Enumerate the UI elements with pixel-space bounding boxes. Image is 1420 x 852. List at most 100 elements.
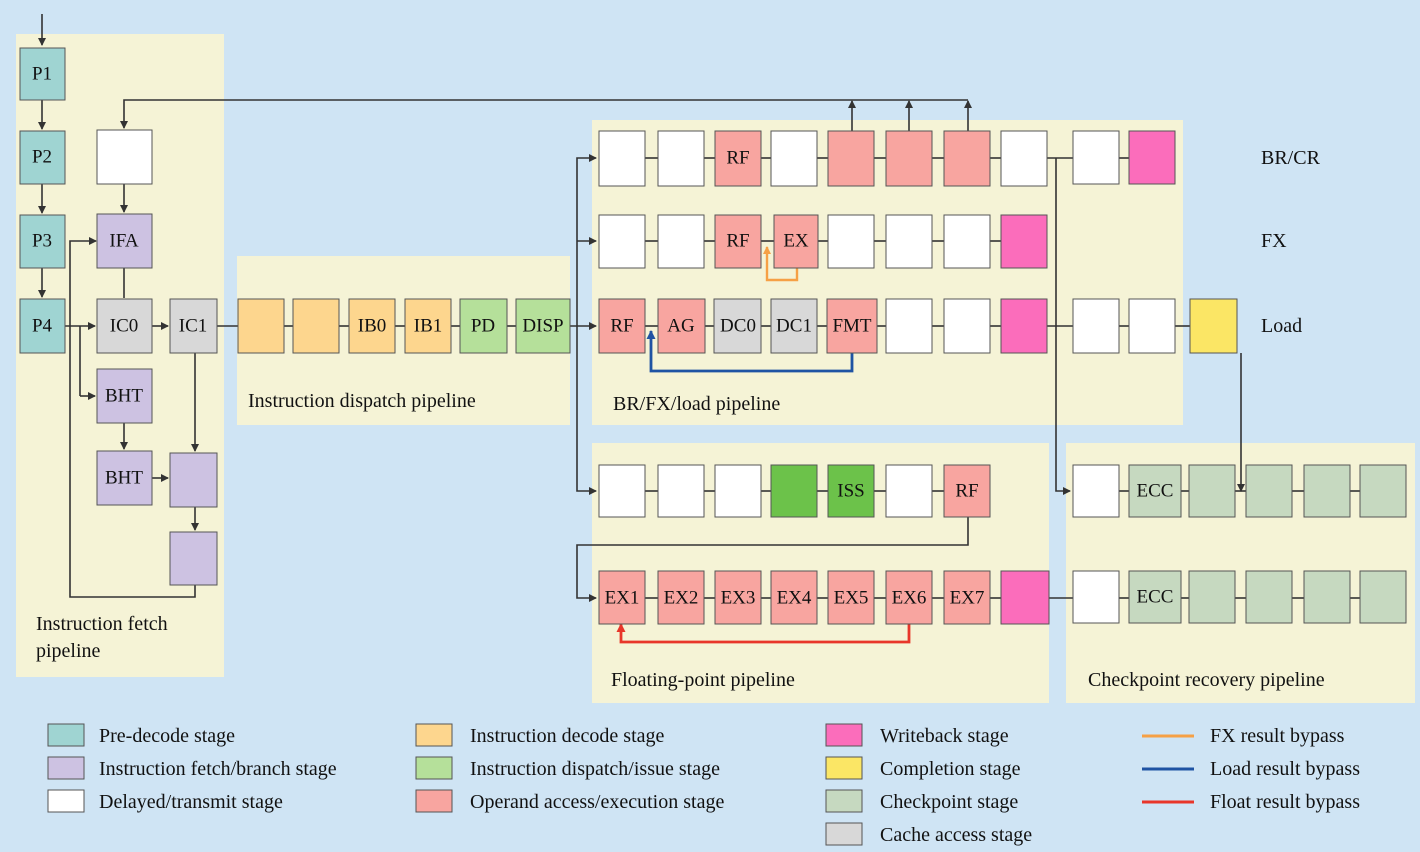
stage-label-ecc-2: ECC bbox=[1137, 587, 1174, 608]
stage-label-ex5: EX5 bbox=[834, 588, 869, 609]
row-label-br: BR/CR bbox=[1261, 147, 1321, 169]
legend: Pre-decode stage Instruction fetch/branc… bbox=[47, 723, 1360, 846]
stage-label-ld-rf: RF bbox=[610, 316, 633, 337]
stage-ic1 bbox=[169, 298, 218, 354]
stage-fp-delay-1 bbox=[598, 464, 646, 518]
stage-label-fx-ex: EX bbox=[783, 231, 809, 252]
stage-label-pd: PD bbox=[471, 316, 495, 337]
stage-br-delay-5 bbox=[1072, 130, 1120, 185]
stage-boxes bbox=[19, 47, 1407, 625]
stage-label-p4: P4 bbox=[32, 316, 53, 337]
stage-fx-delay-3 bbox=[827, 214, 875, 269]
stage-br-exec-3 bbox=[943, 130, 991, 187]
stage-cp2-checkpoint-1 bbox=[1188, 570, 1236, 624]
stage-cp1-ecc bbox=[1128, 464, 1182, 518]
stage-ld-dc1 bbox=[770, 298, 818, 354]
legend-label-checkpoint: Checkpoint stage bbox=[880, 791, 1018, 813]
legend-swatch-fetch bbox=[47, 756, 85, 780]
stage-ld-writeback bbox=[1000, 298, 1048, 354]
stage-ld-delay-2 bbox=[943, 298, 991, 354]
legend-label-fetch: Instruction fetch/branch stage bbox=[99, 758, 337, 780]
legend-swatch-operand bbox=[415, 789, 453, 813]
legend-swatch-dispatch bbox=[415, 756, 453, 780]
stage-cp1-delay bbox=[1072, 464, 1120, 518]
stage-cp2-checkpoint-4 bbox=[1359, 570, 1407, 624]
stage-label-ex3: EX3 bbox=[721, 588, 756, 609]
legend-label-dispatch: Instruction dispatch/issue stage bbox=[470, 758, 720, 780]
stage-ld-dc0 bbox=[713, 298, 762, 354]
stage-decode-2 bbox=[292, 298, 340, 354]
stage-ic0 bbox=[96, 298, 153, 354]
stage-label-ex1: EX1 bbox=[605, 588, 640, 609]
stage-p4 bbox=[19, 298, 66, 354]
row-label-fx: FX bbox=[1261, 230, 1287, 252]
stage-p1 bbox=[19, 47, 66, 101]
stage-label-p1: P1 bbox=[32, 64, 52, 85]
stage-ex1 bbox=[598, 570, 646, 625]
stage-fp-issue-1 bbox=[770, 464, 818, 518]
caption-fp: Floating-point pipeline bbox=[611, 669, 795, 691]
stage-fp-delay-2 bbox=[657, 464, 705, 518]
stage-cp2-checkpoint-3 bbox=[1303, 570, 1351, 624]
stage-label-fp-rf: RF bbox=[955, 481, 978, 502]
legend-swatch-delayed bbox=[47, 789, 85, 813]
stage-fetch-branch-2 bbox=[169, 531, 218, 586]
stage-fx-delay-1 bbox=[598, 214, 646, 269]
stage-ib0 bbox=[348, 298, 396, 354]
stage-ex5 bbox=[827, 570, 875, 625]
stage-ex3 bbox=[714, 570, 762, 625]
stage-ld-delay-1 bbox=[885, 298, 933, 354]
stage-br-exec-1 bbox=[827, 130, 875, 187]
stage-ld-fmt bbox=[826, 298, 878, 354]
stage-fx-rf bbox=[714, 214, 762, 269]
stage-disp bbox=[515, 298, 571, 354]
stage-label-disp: DISP bbox=[522, 316, 563, 337]
legend-label-float-bypass: Float result bypass bbox=[1210, 791, 1360, 813]
caption-dispatch: Instruction dispatch pipeline bbox=[248, 390, 476, 412]
stage-ld-delay-3 bbox=[1072, 298, 1120, 354]
stage-label-fx-rf: RF bbox=[726, 231, 749, 252]
stage-label-ib0: IB0 bbox=[358, 316, 387, 337]
legend-swatch-decode bbox=[415, 723, 453, 747]
stage-fp-writeback bbox=[1000, 570, 1050, 625]
stage-ib1 bbox=[404, 298, 452, 354]
fx-bypass-arrow bbox=[763, 246, 799, 282]
stage-ifa bbox=[96, 213, 153, 269]
stage-br-delay-2 bbox=[657, 130, 705, 187]
stage-fp-delay-3 bbox=[714, 464, 762, 518]
stage-br-delay-3 bbox=[770, 130, 818, 187]
stage-cp1-checkpoint-4 bbox=[1359, 464, 1407, 518]
stage-ld-ag bbox=[657, 298, 706, 354]
stage-decode-1 bbox=[237, 298, 285, 354]
stage-ex4 bbox=[770, 570, 818, 625]
stage-label-ic0: IC0 bbox=[110, 316, 139, 337]
stage-br-delay-1 bbox=[598, 130, 646, 187]
stage-label-p2: P2 bbox=[32, 147, 52, 168]
stage-br-writeback bbox=[1128, 130, 1176, 185]
stage-p3 bbox=[19, 214, 66, 269]
stage-fp-rf bbox=[943, 464, 991, 518]
stage-fetch-delay bbox=[96, 129, 153, 185]
stage-label-p3: P3 bbox=[32, 231, 52, 252]
stage-label-ib1: IB1 bbox=[414, 316, 443, 337]
stage-label-ld-fmt: FMT bbox=[832, 316, 871, 337]
stage-cp2-delay bbox=[1072, 570, 1120, 624]
stage-cp1-checkpoint-2 bbox=[1245, 464, 1293, 518]
stage-label-ld-ag: AG bbox=[667, 316, 695, 337]
stage-ex2 bbox=[657, 570, 705, 625]
stage-cp1-checkpoint-1 bbox=[1188, 464, 1236, 518]
load-bypass-arrow bbox=[646, 330, 854, 373]
stage-ld-completion bbox=[1189, 298, 1238, 354]
stage-label-ld-dc1: DC1 bbox=[776, 316, 812, 337]
stage-labels: P1 P2 P3 P4 IFA IC0 IC1 BHT BHT IB0 IB1 … bbox=[32, 64, 1174, 609]
stage-ld-rf bbox=[598, 298, 646, 354]
legend-swatch-completion bbox=[825, 756, 863, 780]
stage-fp-iss bbox=[827, 464, 875, 518]
stage-cp2-checkpoint-2 bbox=[1245, 570, 1293, 624]
legend-swatch-checkpoint bbox=[825, 789, 863, 813]
stage-cp1-checkpoint-3 bbox=[1303, 464, 1351, 518]
